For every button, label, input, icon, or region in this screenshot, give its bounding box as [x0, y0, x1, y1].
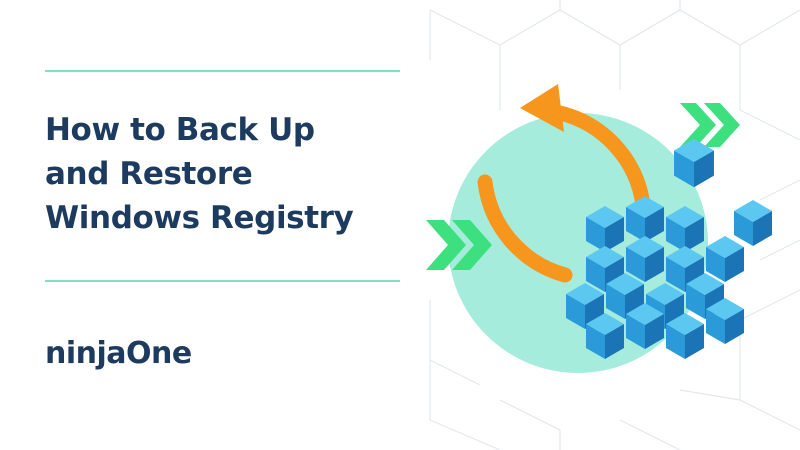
divider-top [45, 70, 400, 72]
refresh-arrow-icon [477, 84, 651, 283]
brand-logo: ninjaOne [45, 336, 192, 371]
chevron-right-icon [426, 220, 492, 270]
divider-bottom [45, 280, 400, 282]
title-line-3: Windows Registry [45, 200, 354, 236]
title-line-1: How to Back Up [45, 112, 315, 148]
page-title: How to Back Up and Restore Windows Regis… [45, 108, 405, 240]
background-line-pattern [429, 0, 800, 450]
title-line-2: and Restore [45, 156, 253, 192]
chevron-right-icon [680, 103, 740, 147]
